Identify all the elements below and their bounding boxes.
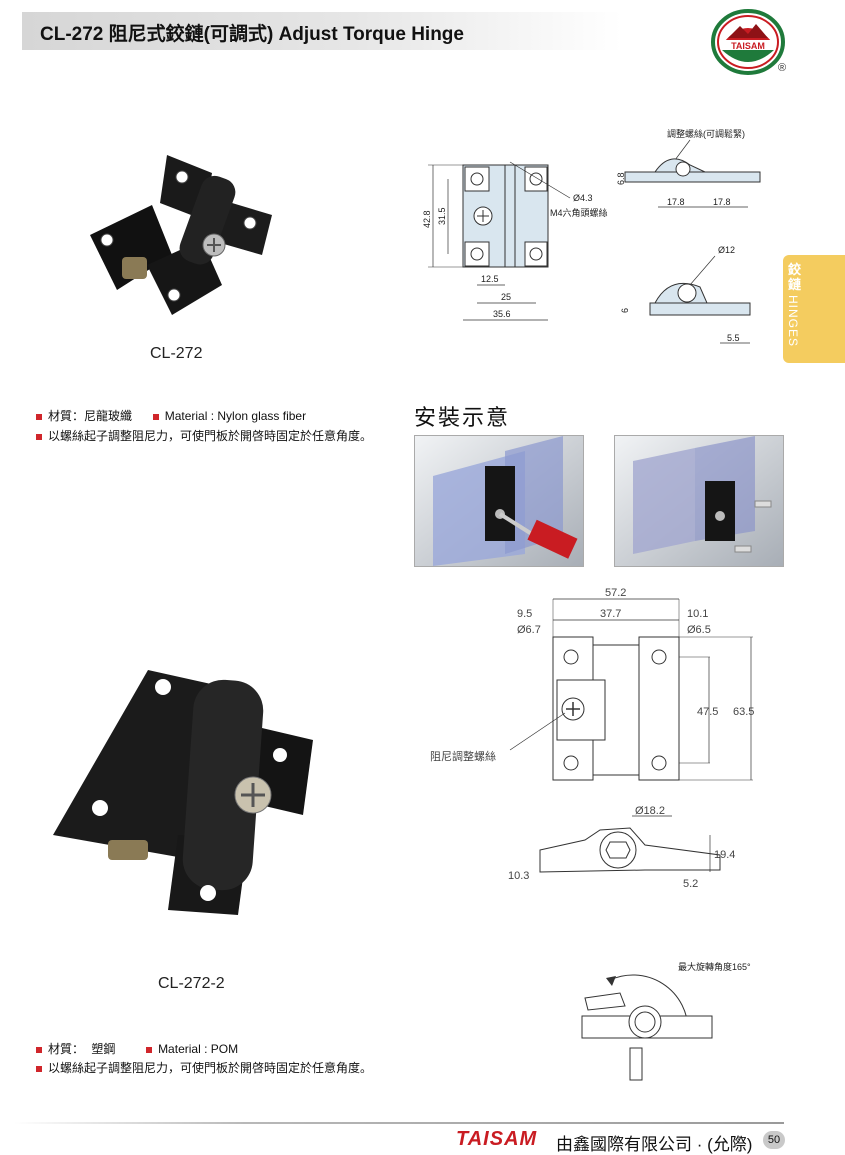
dim-10-3: 10.3 [508,870,529,882]
dim-9-5: 9.5 [517,608,532,620]
bullet-icon [146,1046,153,1053]
bullet-icon [152,413,159,420]
dim-47-5: 47.5 [697,706,718,718]
model-label-cl272-2: CL-272-2 [158,975,225,992]
dim-35-6: 35.6 [493,309,511,319]
installation-photo-1 [414,435,584,567]
registered-mark: ® [778,62,787,74]
material-row-2: 材質： 塑鋼 Material : POM [36,1040,238,1057]
product-photo-cl272-2 [53,670,313,915]
dim-12-5: 12.5 [481,274,499,284]
footer-brand: TAISAM [456,1128,538,1150]
logo-text: TAISAM [731,41,765,51]
material-en: Material : POM [158,1042,239,1056]
dim-5-2: 5.2 [683,878,698,890]
drawing-front-view-cl272-2: 57.2 9.5 37.7 10.1 Ø6.7 Ø6.5 47.5 63.5 阻… [430,587,754,781]
drawing-side-view-cl272-2: Ø18.2 19.4 10.3 5.2 [508,805,735,890]
dim-17-8-right: 17.8 [713,197,731,207]
description-row-1: 以螺絲起子調整阻尼力，可使門板於開啓時固定於任意角度。 [36,427,372,444]
material-row-1: 材質：尼龍玻纖 Material : Nylon glass fiber [36,407,306,424]
bullet-icon [36,1065,42,1072]
drawing-side-views-cl272: 調整螺絲(可調鬆緊) 6.8 17.8 17.8 Ø12 6 5.5 [616,128,761,344]
dim-5-5: 5.5 [727,333,740,343]
dim-63-5: 63.5 [733,706,754,718]
dim-25: 25 [501,292,511,302]
dim-18-2: Ø18.2 [635,805,665,817]
bullet-icon [36,433,42,440]
hole-right-label: Ø6.5 [687,624,711,636]
description-text: 以螺絲起子調整阻尼力，可使門板於開啓時固定於任意角度。 [48,1061,373,1075]
dim-10-1: 10.1 [687,608,708,620]
bullet-icon [36,413,42,420]
model-label-cl272: CL-272 [150,345,203,362]
product-photo-cl272 [90,155,272,315]
description-text: 以螺絲起子調整阻尼力，可使門板於開啓時固定於任意角度。 [48,429,373,443]
page-title: CL-272 阻尼式鉸鏈(可調式) Adjust Torque Hinge [40,24,464,45]
dim-17-8-left: 17.8 [667,197,685,207]
installation-photo-2 [614,435,784,567]
material-value: 塑鋼 [91,1042,116,1056]
screw-label-2: 阻尼調整螺絲 [430,749,496,763]
dim-12: Ø12 [718,245,735,255]
side-tab-label-zh: 鉸鏈 [788,262,802,292]
dim-6: 6 [620,308,630,313]
material-en: Material : Nylon glass fiber [164,409,307,423]
description-row-2: 以螺絲起子調整阻尼力，可使門板於開啓時固定於任意角度。 [36,1059,372,1076]
page-number: 50 [763,1131,785,1149]
side-tab [783,255,845,363]
material-zh: 材質：尼龍玻纖 [48,409,133,423]
material-label: 材質： [48,1042,85,1056]
screw-label: M4六角頭螺絲 [550,207,608,218]
hole-label: Ø4.3 [573,193,593,203]
footer-company: 由鑫國際有限公司 · (允際) [556,1135,753,1154]
hole-left-label: Ø6.7 [517,624,541,636]
drawing-front-view-cl272: 42.8 31.5 12.5 25 35.6 Ø4.3 M4六角頭螺絲 [422,161,608,321]
side-tab-label-en: HINGES [786,295,800,348]
installation-title: 安裝示意 [414,405,511,430]
dim-57-2: 57.2 [605,587,626,599]
bullet-icon [36,1046,42,1053]
dim-31-5: 31.5 [437,207,447,225]
dim-6-8: 6.8 [616,172,626,185]
drawing-rotation-view-cl272-2: 最大旋轉角度165° [581,961,751,1081]
dim-42-8: 42.8 [422,210,432,228]
footer-divider [14,1122,784,1124]
top-callout: 調整螺絲(可調鬆緊) [667,128,745,139]
dim-19-4: 19.4 [714,849,735,861]
header-bar [22,12,622,50]
rotation-label: 最大旋轉角度165° [678,961,751,972]
taisam-logo: TAISAM [711,9,785,75]
dim-37-7: 37.7 [600,608,621,620]
